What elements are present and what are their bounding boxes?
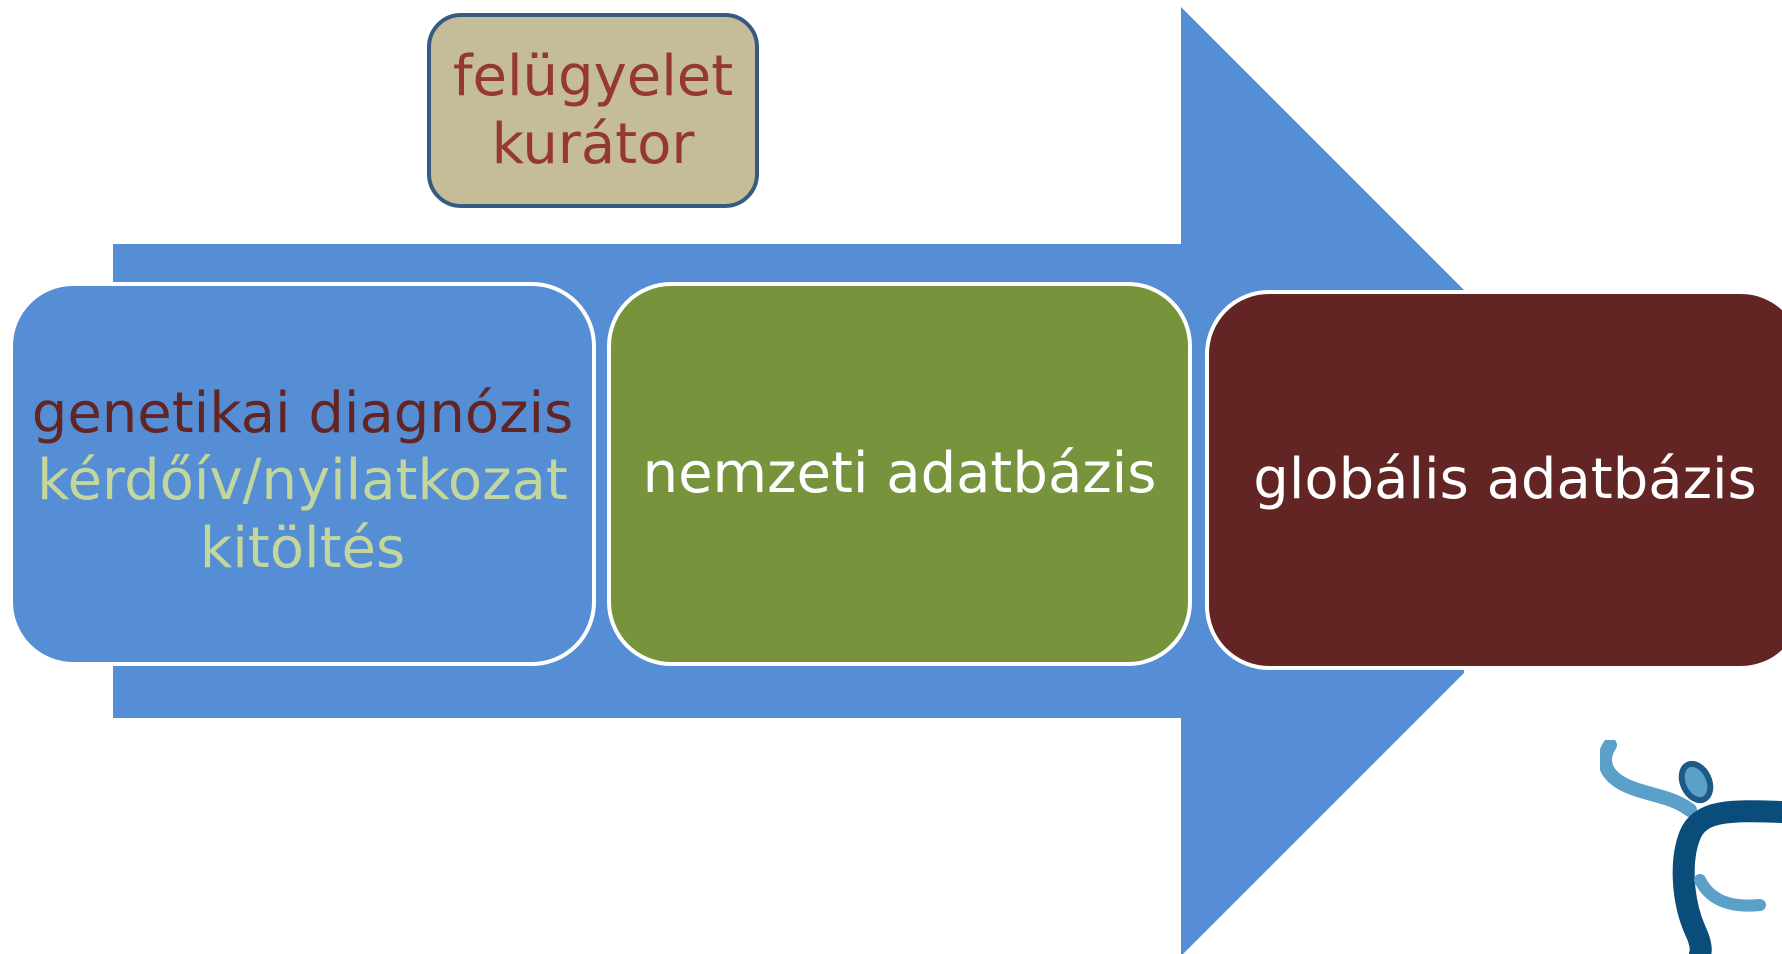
stage-2-label: nemzeti adatbázis <box>642 441 1157 507</box>
stage-global-database: globális adatbázis <box>1205 290 1782 670</box>
stage-1-line-1: genetikai diagnózis <box>31 381 574 447</box>
stage-1-content: genetikai diagnózis kérdőív/nyilatkozat … <box>32 380 573 582</box>
supervisor-line-2: kurátor <box>491 111 695 177</box>
supervisor-curator-box: felügyelet kurátor <box>427 13 759 208</box>
stage-3-label: globális adatbázis <box>1253 447 1757 513</box>
stage-1-line-2: kérdőív/nyilatkozat <box>37 448 568 514</box>
stage-1-line-3: kitöltés <box>199 515 406 581</box>
human-figure-logo-icon <box>1600 740 1782 954</box>
stage-national-database: nemzeti adatbázis <box>607 282 1192 666</box>
supervisor-line-1: felügyelet <box>452 44 734 110</box>
stage-genetic-diagnosis: genetikai diagnózis kérdőív/nyilatkozat … <box>9 282 596 666</box>
